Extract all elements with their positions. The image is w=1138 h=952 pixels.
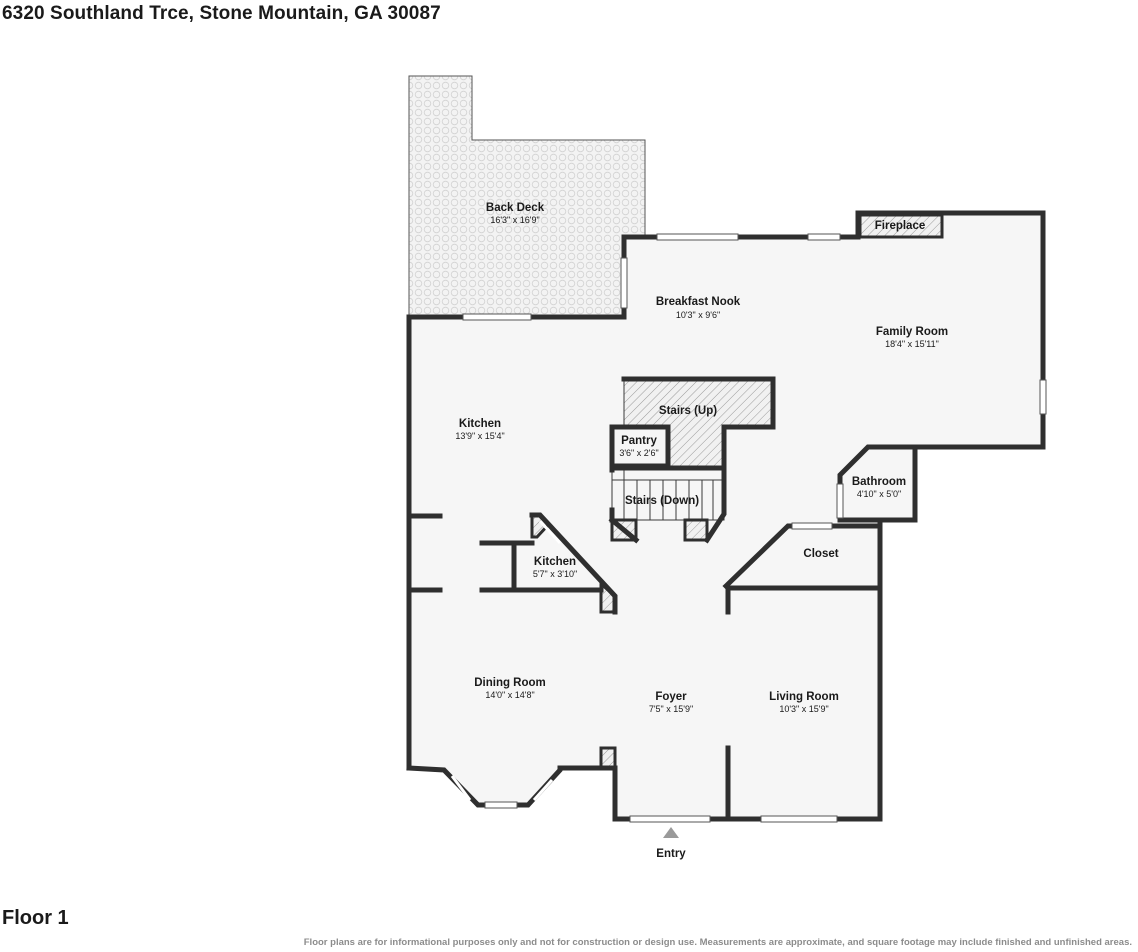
room-name: Stairs (Down): [625, 495, 699, 507]
room-name: Family Room: [876, 326, 948, 338]
room-name: Pantry: [621, 435, 657, 447]
foyer-post: [599, 746, 617, 770]
room-name: Kitchen: [459, 418, 501, 430]
pantry-area: [612, 427, 668, 466]
room-dimensions: 10'3" x 9'6": [676, 310, 720, 320]
room-kitchen: Kitchen 13'9" x 15'4": [455, 418, 504, 441]
room-breakfast-nook: Breakfast Nook 10'3" x 9'6": [656, 296, 741, 320]
room-living-room: Living Room 10'3" x 15'9": [769, 691, 839, 714]
room-family-room: Family Room 18'4" x 15'11": [876, 326, 948, 349]
room-name: Kitchen: [534, 556, 576, 568]
stair-post-right: [683, 518, 709, 542]
room-bathroom: Bathroom 4'10" x 5'0": [852, 476, 906, 499]
windows: [450, 233, 1047, 823]
room-name: Fireplace: [875, 220, 926, 232]
room-dimensions: 3'6" x 2'6": [619, 448, 658, 458]
entry-label: Entry: [656, 848, 686, 860]
back-deck-area: [408, 75, 646, 318]
interior-floor: [409, 213, 1043, 819]
room-name: Foyer: [655, 691, 687, 703]
room-name: Living Room: [769, 691, 839, 703]
room-dimensions: 5'7" x 3'10": [533, 569, 577, 579]
room-dimensions: 18'4" x 15'11": [885, 339, 939, 349]
entry-arrow-icon: [663, 827, 679, 838]
room-closet: Closet: [803, 548, 838, 560]
room-name: Closet: [803, 548, 838, 560]
room-dimensions: 14'0" x 14'8": [485, 690, 534, 700]
floor-label: Floor 1: [2, 907, 69, 929]
room-pantry: Pantry 3'6" x 2'6": [619, 435, 658, 458]
room-name: Back Deck: [486, 202, 545, 214]
room-dimensions: 16'3" x 16'9": [490, 215, 539, 225]
room-fireplace: Fireplace: [875, 220, 926, 232]
room-back-deck: Back Deck 16'3" x 16'9": [486, 202, 545, 225]
room-stairs-up: Stairs (Up): [659, 405, 717, 417]
property-address: 6320 Southland Trce, Stone Mountain, GA …: [2, 3, 441, 24]
room-kitchen-small: Kitchen 5'7" x 3'10": [533, 556, 577, 579]
room-stairs-down: Stairs (Down): [625, 495, 699, 507]
room-dimensions: 13'9" x 15'4": [455, 431, 504, 441]
room-dimensions: 4'10" x 5'0": [857, 489, 901, 499]
room-name: Breakfast Nook: [656, 296, 741, 308]
room-name: Dining Room: [474, 677, 546, 689]
stairs-down-treads: [611, 467, 725, 521]
room-name: Bathroom: [852, 476, 906, 488]
room-dimensions: 10'3" x 15'9": [779, 704, 828, 714]
disclaimer-text: Floor plans are for informational purpos…: [303, 937, 1132, 948]
room-name: Stairs (Up): [659, 405, 717, 417]
room-foyer: Foyer 7'5" x 15'9": [649, 691, 693, 714]
room-dimensions: 7'5" x 15'9": [649, 704, 693, 714]
room-dining-room: Dining Room 14'0" x 14'8": [474, 677, 546, 700]
